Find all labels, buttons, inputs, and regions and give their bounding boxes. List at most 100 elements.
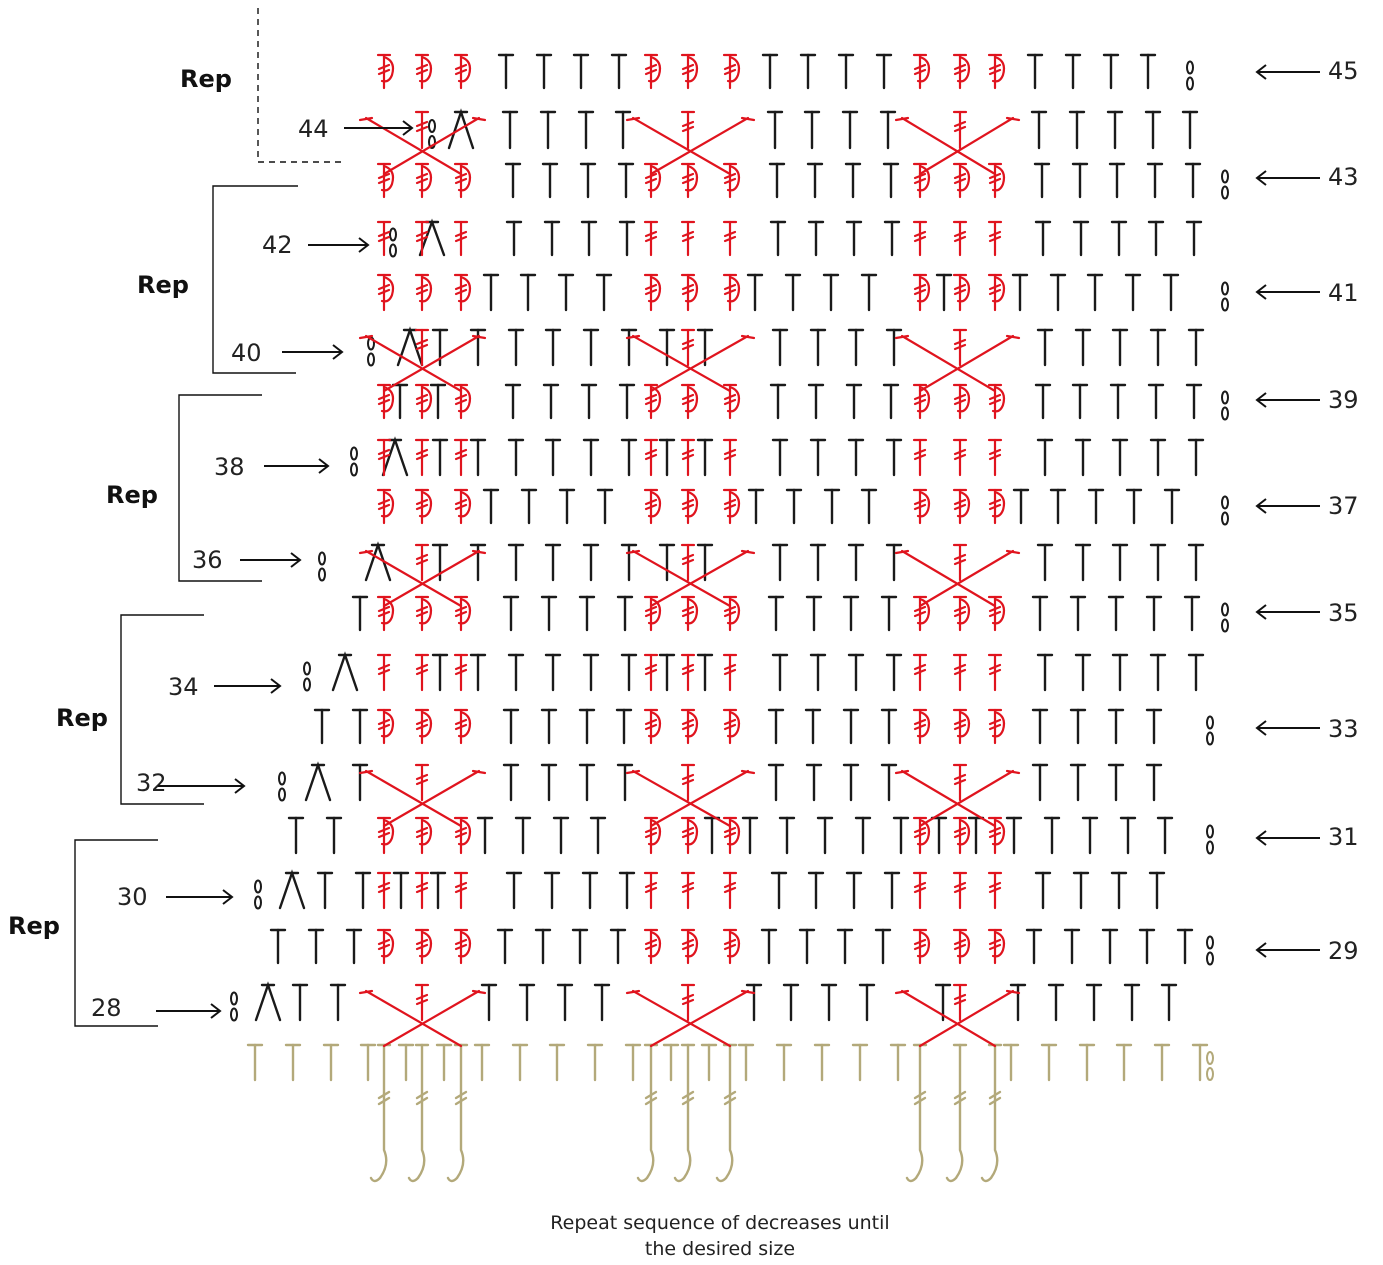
stitch-tick xyxy=(644,177,658,185)
double-crochet-symbol xyxy=(505,871,523,910)
post-stitch-symbol xyxy=(952,53,971,90)
double-crochet-symbol xyxy=(1025,928,1043,965)
dec-legs xyxy=(331,651,359,692)
double-crochet-symbol xyxy=(658,653,676,692)
chain-loop xyxy=(230,1007,238,1022)
double-crochet-symbol xyxy=(967,816,985,855)
double-crochet-symbol xyxy=(1086,273,1104,312)
stitch-tick xyxy=(454,938,468,946)
cable-cross xyxy=(358,769,487,828)
cross-cap xyxy=(471,334,487,340)
stitch-tick xyxy=(454,177,468,185)
double-crochet-symbol xyxy=(544,653,562,692)
double-crochet-symbol xyxy=(354,871,372,910)
chain-loop xyxy=(1186,76,1194,91)
double-crochet-symbol xyxy=(767,595,785,632)
double-crochet-symbol xyxy=(1009,983,1027,1022)
stitch-tick xyxy=(415,605,429,613)
stitch-tick xyxy=(723,605,737,613)
stitch-tick xyxy=(988,177,1002,185)
double-crochet-symbol xyxy=(845,220,863,257)
chain-loop xyxy=(350,462,358,477)
stitch-tick xyxy=(644,831,658,839)
stitch-tick xyxy=(681,393,695,401)
cross-strand xyxy=(382,989,481,1048)
double-crochet-symbol xyxy=(469,438,487,477)
stitch-tick xyxy=(644,718,658,726)
chain-symbol xyxy=(1221,495,1229,526)
double-crochet-symbol xyxy=(1036,653,1054,692)
double-crochet-symbol xyxy=(476,816,494,855)
cross-strand xyxy=(918,769,1015,828)
post-stitch-symbol xyxy=(722,438,738,477)
double-crochet-symbol xyxy=(882,162,900,199)
post-stitch-symbol xyxy=(912,488,931,525)
cross-cap xyxy=(358,549,374,555)
post-stitch-symbol xyxy=(952,488,971,525)
double-crochet-symbol xyxy=(745,983,763,1022)
chain-loop xyxy=(1221,406,1229,421)
post-stitch-symbol xyxy=(722,816,741,855)
post-stitch-symbol xyxy=(952,162,971,199)
double-crochet-symbol xyxy=(1011,273,1029,312)
post-stitch-symbol xyxy=(680,928,699,965)
double-crochet-symbol xyxy=(507,653,525,692)
post-stitch-symbol xyxy=(722,595,741,632)
stitch-tick xyxy=(988,453,1002,461)
double-crochet-symbol xyxy=(577,110,595,150)
chain-loop xyxy=(1221,511,1229,526)
double-crochet-symbol xyxy=(1036,543,1054,582)
double-crochet-symbol xyxy=(822,273,840,312)
double-crochet-symbol xyxy=(1145,708,1163,745)
stitch-tick xyxy=(913,605,927,613)
double-crochet-symbol xyxy=(809,328,827,367)
stitch-tick xyxy=(454,63,468,71)
double-crochet-symbol xyxy=(1005,816,1023,855)
cross-strand xyxy=(918,116,1015,176)
post-stitch-symbol xyxy=(722,162,741,199)
stitch-tick xyxy=(681,553,695,561)
stitch-tick xyxy=(953,448,967,456)
post-stitch-symbol xyxy=(912,53,931,90)
arrow-right-icon xyxy=(264,458,330,474)
stitch-tick xyxy=(681,503,695,511)
post-stitch-symbol xyxy=(987,273,1006,312)
chain-symbol xyxy=(318,551,326,582)
post-stitch-symbol xyxy=(376,488,395,525)
post-hook xyxy=(991,710,1006,738)
arrow-right-icon xyxy=(240,552,302,568)
double-crochet-symbol xyxy=(580,220,598,257)
stitch-tick xyxy=(913,453,927,461)
stitch-tick xyxy=(988,235,1002,243)
post-stitch-symbol xyxy=(376,273,395,312)
cable-cross xyxy=(625,116,756,176)
stitch-tick xyxy=(953,177,967,185)
stitch-tick xyxy=(913,498,927,506)
cross-strand xyxy=(631,769,732,828)
chain-symbol xyxy=(1186,60,1194,91)
stitch-tick xyxy=(644,881,658,889)
double-crochet-symbol xyxy=(329,983,347,1022)
stitch-tick xyxy=(681,172,695,180)
arrow-left-icon xyxy=(1255,284,1320,300)
stitch-tick xyxy=(681,343,695,351)
double-crochet-symbol xyxy=(804,708,822,745)
stitch-tick xyxy=(454,668,468,676)
post-hook xyxy=(916,818,931,846)
double-crochet-symbol xyxy=(572,53,590,90)
chain-loop xyxy=(389,227,397,242)
post-stitch-symbol xyxy=(643,53,662,90)
double-crochet-symbol xyxy=(1146,162,1164,199)
double-crochet-symbol xyxy=(696,653,714,692)
chain-symbol xyxy=(1206,1051,1214,1081)
stitch-tick xyxy=(988,498,1002,506)
double-crochet-symbol xyxy=(581,871,599,910)
double-crochet-symbol xyxy=(391,383,409,420)
post-hook xyxy=(956,710,971,738)
stitch-tick xyxy=(377,723,391,731)
stitch-tick xyxy=(377,1096,391,1106)
stitch-tick xyxy=(913,172,927,180)
post-stitch-symbol xyxy=(643,871,659,910)
double-crochet-symbol xyxy=(879,110,897,150)
double-crochet-symbol xyxy=(1030,110,1048,150)
